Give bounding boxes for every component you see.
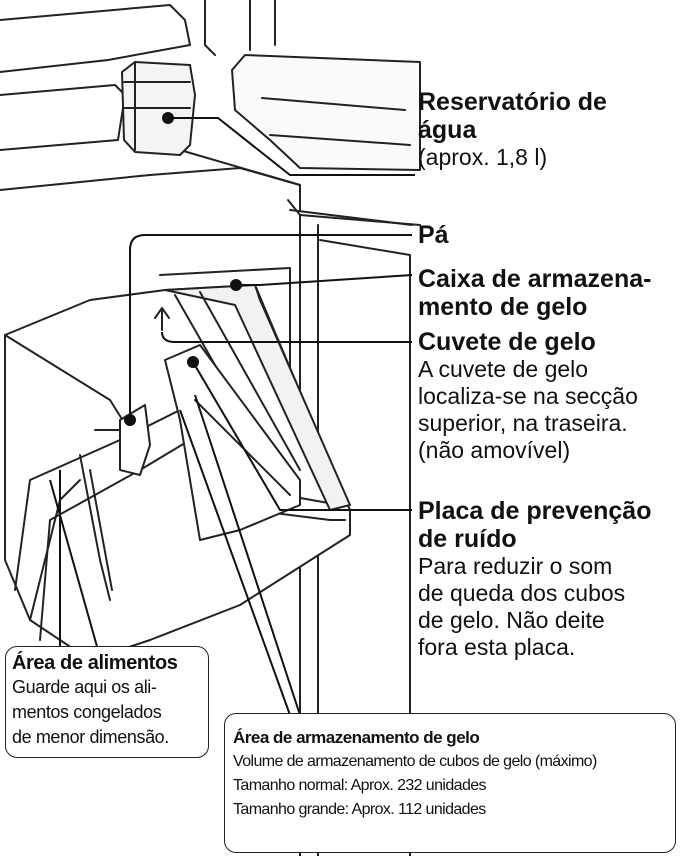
noise-plate: [164, 344, 301, 541]
label-placa: Placa de prevenção de ruído Para reduzir…: [418, 497, 651, 661]
leader-placa: [192, 361, 412, 511]
area-gelo-desc-2: Tamanho normal: Aprox. 232 unidades: [233, 777, 487, 794]
label-pa: Pá: [418, 221, 449, 249]
area-gelo-desc-1: Volume de armazenamento de cubos de gelo…: [233, 753, 597, 770]
upper-door-inner: [0, 84, 126, 151]
reservatorio-title-1: Reservatório de: [418, 88, 607, 116]
label-cuvete: Cuvete de gelo A cuvete de gelo localiza…: [418, 328, 638, 464]
placa-desc-4: fora esta placa.: [418, 634, 576, 660]
cuvete-desc-1: A cuvete de gelo: [418, 356, 589, 382]
leader-cuvete: [161, 331, 412, 343]
pa-title: Pá: [418, 221, 449, 249]
cuvete-desc-3: superior, na traseira.: [418, 410, 628, 436]
caixa-title-2: mento de gelo: [418, 293, 588, 321]
callout-area-gelo: Área de armazenamento de gelo Volume de …: [224, 713, 676, 853]
placa-title-2: de ruído: [418, 525, 517, 553]
callout-area-alimentos: Área de alimentos Guarde aqui os ali- me…: [5, 646, 209, 758]
placa-title-1: Placa de prevenção: [418, 497, 652, 525]
label-caixa: Caixa de armazena- mento de gelo: [418, 265, 651, 321]
placa-desc-1: Para reduzir o som: [418, 553, 613, 579]
reservatorio-title-2: água: [418, 116, 477, 144]
leader-alimentos-2: [49, 479, 99, 651]
shelf-line-2: [179, 149, 301, 211]
dot-reservatorio: [162, 112, 174, 124]
dot-pa: [124, 414, 136, 426]
up-arrow: [154, 307, 170, 331]
leader-gelo: [194, 394, 301, 716]
area-alimentos-desc-1: Guarde aqui os ali-: [12, 677, 157, 697]
area-alimentos-desc-2: mentos congelados: [12, 702, 162, 722]
dot-placa: [187, 356, 199, 368]
area-alimentos-title: Área de alimentos: [12, 652, 178, 674]
cuvete-desc-4: (não amovível): [418, 437, 571, 463]
right-compartment: [319, 239, 411, 856]
placa-desc-3: de gelo. Não deite: [418, 607, 605, 633]
cuvete-title: Cuvete de gelo: [418, 328, 596, 356]
caixa-title-1: Caixa de armazena-: [418, 265, 652, 293]
area-gelo-title: Área de armazenamento de gelo: [233, 728, 480, 747]
dot-caixa: [230, 279, 242, 291]
area-alimentos-desc-3: de menor dimensão.: [12, 727, 169, 747]
door-edge: [204, 0, 216, 56]
placa-desc-2: de queda dos cubos: [418, 580, 626, 606]
upper-door-outline: [0, 4, 191, 73]
label-reservatorio: Reservatório de água (aprox. 1,8 l): [418, 88, 607, 171]
area-gelo-desc-3: Tamanho grande: Aprox. 112 unidades: [233, 801, 486, 818]
ice-box-body: [4, 284, 351, 661]
cuvete-desc-2: localiza-se na secção: [418, 383, 638, 409]
leader-pa: [129, 234, 412, 420]
leader-reservatorio: [168, 117, 415, 176]
leader-gelo-2: [179, 409, 291, 716]
right-door: [231, 54, 421, 171]
reservatorio-note: (aprox. 1,8 l): [418, 144, 548, 170]
leader-caixa: [236, 274, 413, 286]
